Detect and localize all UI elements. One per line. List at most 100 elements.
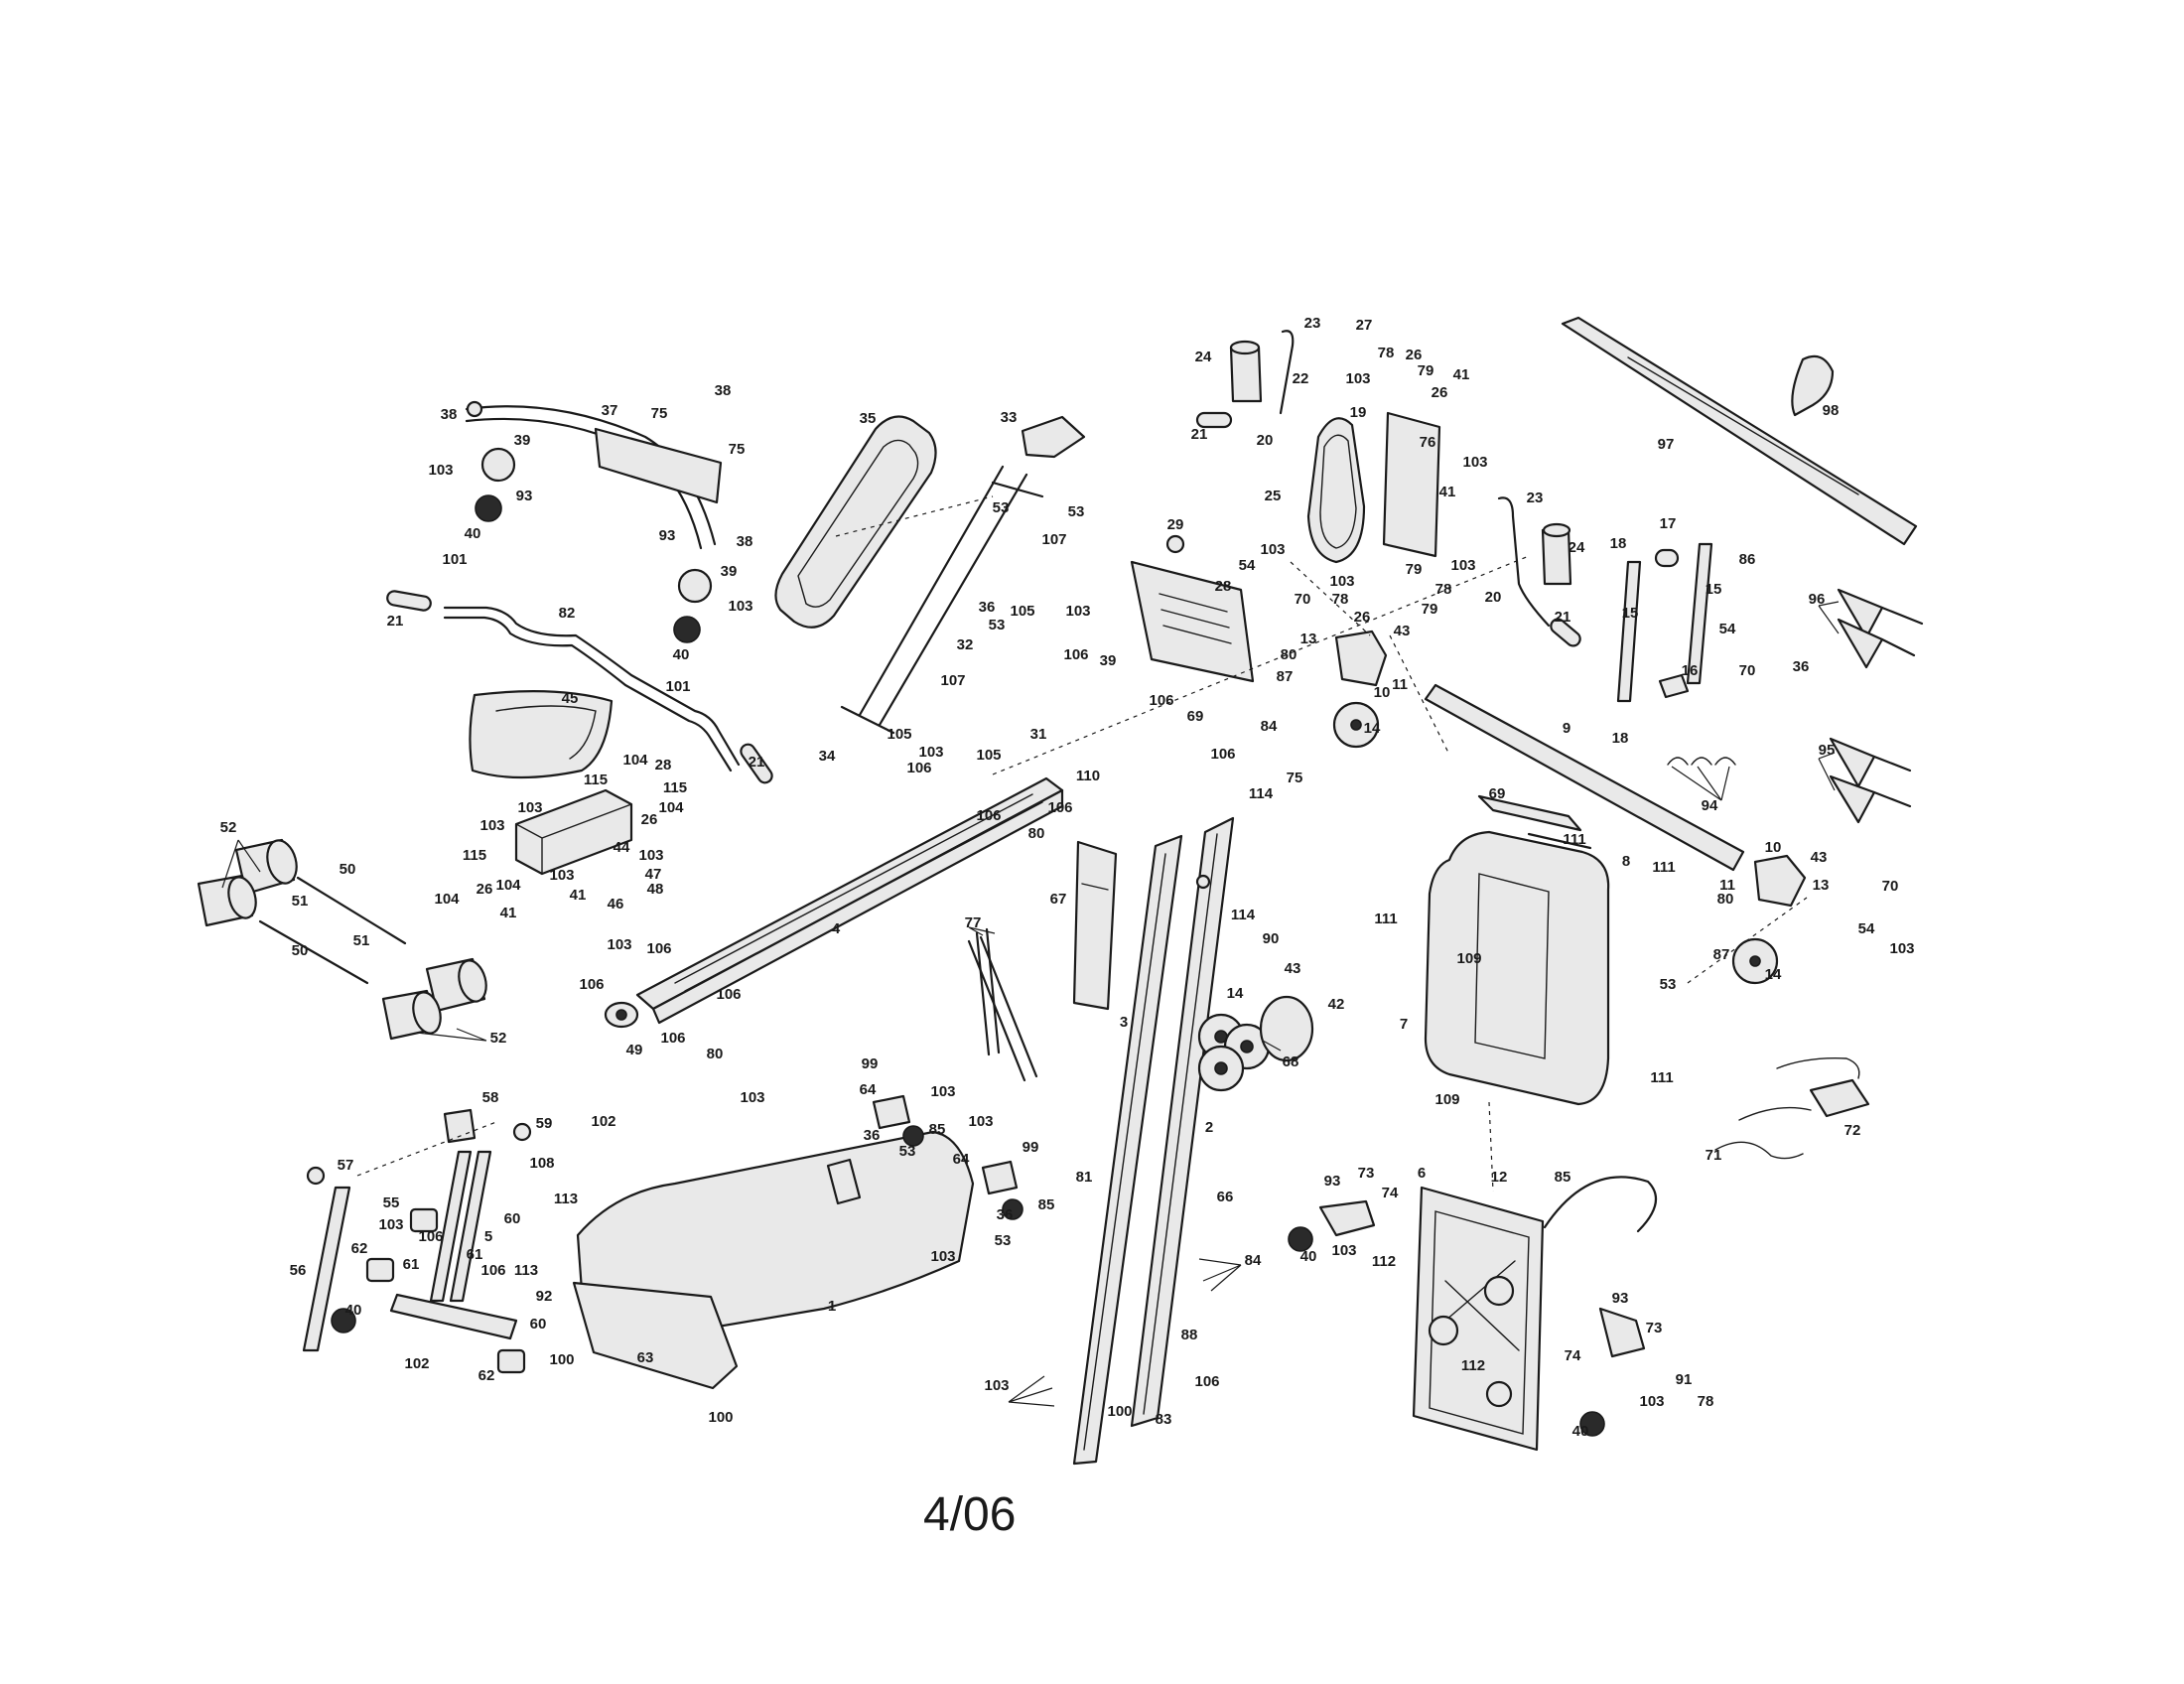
part-callout: 13 [1813,877,1830,894]
part-callout: 114 [1249,785,1274,802]
part-callout: 115 [463,847,486,864]
part-callout: 106 [976,807,1001,824]
curl-bar [386,590,773,784]
part-callout: 103 [1462,454,1487,471]
part-callout: 101 [665,678,690,695]
part-callout: 18 [1612,730,1629,747]
part-callout: 54 [1719,621,1736,637]
part-callout: 35 [860,410,877,427]
part-callout: 79 [1422,601,1438,618]
part-callout: 106 [1149,692,1173,709]
part-callout: 10 [1374,684,1391,701]
part-callout: 104 [434,891,460,908]
part-callout: 32 [957,636,974,653]
part-callout: 54 [1858,920,1875,937]
part-callout: 58 [482,1089,499,1106]
part-callout: 106 [660,1030,685,1047]
part-callout: 104 [495,877,521,894]
part-callout: 3 [1120,1014,1128,1031]
part-callout: 103 [984,1377,1009,1394]
part-callout: 28 [1215,578,1232,595]
part-callout: 23 [1527,490,1544,506]
part-callout: 48 [647,881,664,898]
part-callout: 53 [1068,503,1085,520]
part-callout: 111 [1374,911,1397,927]
part-callout: 6 [1418,1165,1426,1182]
page-code: 4/06 [923,1488,1017,1541]
part-callout: 53 [899,1143,916,1160]
part-callout: 103 [549,867,574,884]
part-callout: 62 [478,1367,495,1384]
part-callout: 75 [729,441,746,458]
part-callout: 103 [968,1113,993,1130]
part-callout: 36 [1793,658,1810,675]
part-callout: 75 [651,405,668,422]
part-callout: 97 [1658,436,1675,453]
part-callout: 44 [614,839,630,856]
part-callout: 103 [930,1083,955,1100]
part-callout: 43 [1394,623,1411,639]
part-callout: 21 [1555,609,1571,626]
part-callout: 39 [721,563,738,580]
part-callout: 111 [1650,1069,1673,1086]
part-callout: 106 [1047,799,1072,816]
part-callout: 60 [530,1316,547,1333]
foam-rollers [197,838,487,1041]
part-callout: 80 [1281,646,1297,663]
part-callout: 31 [1030,726,1047,743]
part-callout: 84 [1245,1252,1262,1269]
part-callout: 103 [1639,1393,1664,1410]
part-callout: 29 [1167,516,1184,533]
part-callout: 72 [1844,1122,1861,1139]
part-callout: 78 [1698,1393,1714,1410]
part-callout: 28 [655,757,672,773]
part-callout: 87 [1277,668,1294,685]
part-callout: 20 [1485,589,1502,606]
part-callout: 85 [1038,1196,1055,1213]
part-callout: 103 [740,1089,764,1106]
part-callout: 53 [993,499,1010,516]
part-callout: 99 [862,1055,879,1072]
part-callout: 107 [940,672,965,689]
part-callout: 103 [1260,541,1285,558]
part-callout: 104 [658,799,684,816]
part-callout: 102 [591,1113,615,1130]
part-callout: 13 [1300,631,1317,647]
main-rail [635,776,1064,1025]
arm-cover [1306,411,1441,564]
tower-uprights [1072,816,1235,1466]
part-callout: 9 [1563,720,1570,737]
part-callout: 27 [1356,317,1373,334]
part-callout: 61 [467,1246,483,1263]
part-callout: 106 [1210,746,1235,763]
seat-assembly [469,690,633,876]
ankle-cuff [1791,354,1835,417]
part-callout: 110 [1076,768,1100,784]
part-callout: 99 [1023,1139,1039,1156]
part-callout: 14 [1227,985,1244,1002]
part-callout: 73 [1358,1165,1375,1182]
part-callout: 115 [663,779,687,796]
part-callout: 70 [1882,878,1899,895]
part-callout: 106 [579,976,604,993]
part-callout: 107 [1041,531,1066,548]
part-callout: 103 [1450,557,1475,574]
leg-strap [1561,316,1918,546]
part-callout: 22 [1293,370,1309,387]
part-callout: 106 [1063,646,1088,663]
part-callout: 111 [1563,831,1585,848]
part-callout: 21 [1191,426,1208,443]
part-callout: 14 [1364,720,1381,737]
part-callout: 12 [1491,1169,1508,1186]
part-callout: 75 [1287,770,1303,786]
part-callout: 103 [918,744,943,761]
part-callout: 21 [387,613,404,630]
part-callout: 53 [989,617,1006,633]
part-callout: 53 [995,1232,1012,1249]
part-callout: 41 [570,887,587,904]
part-callout: 50 [340,861,356,878]
pulley-cables [967,927,1038,1082]
part-callout: 46 [608,896,624,912]
leader-lines [221,495,1840,1407]
part-callout: 80 [707,1046,724,1062]
